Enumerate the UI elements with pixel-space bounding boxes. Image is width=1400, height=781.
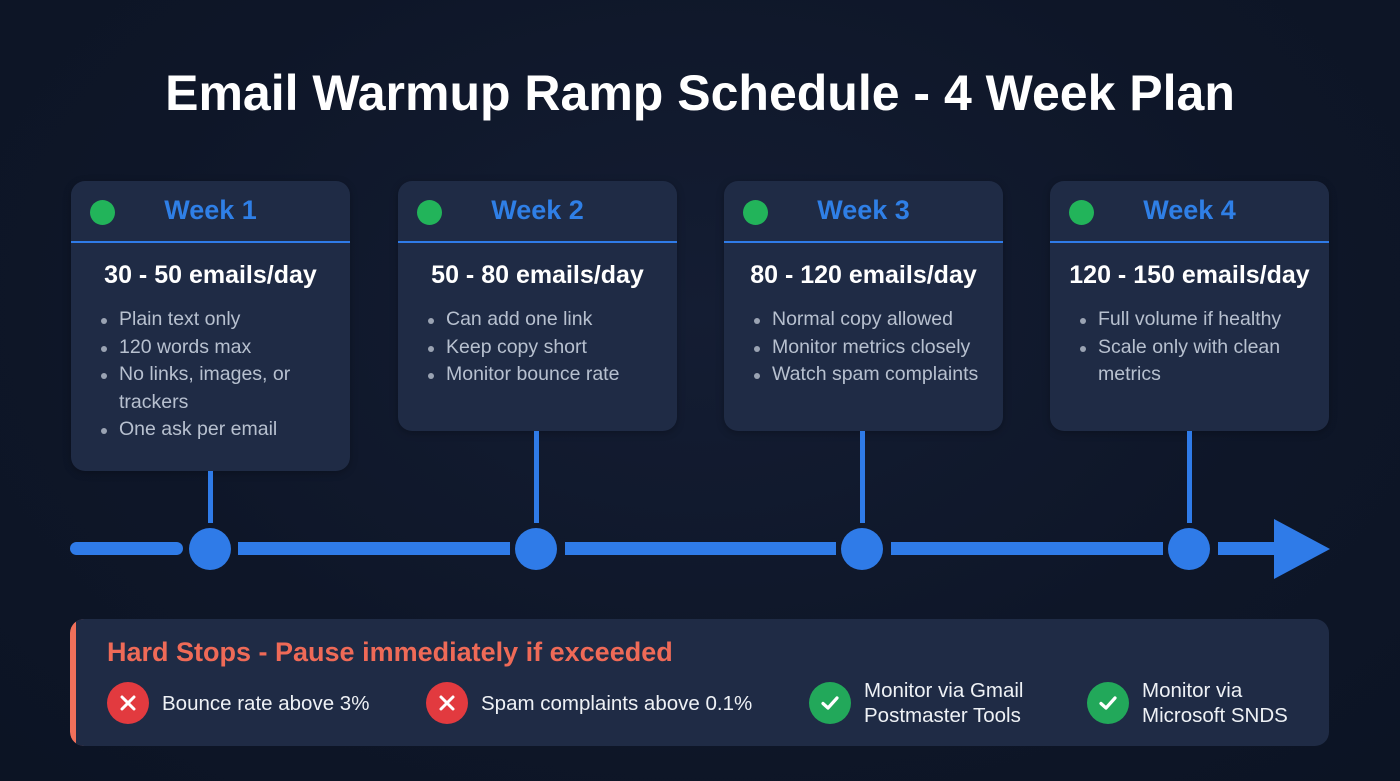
list-item: Scale only with clean metrics bbox=[1076, 334, 1313, 389]
hard-stops-title: Hard Stops - Pause immediately if exceed… bbox=[107, 637, 673, 667]
monitor-line: Monitor via bbox=[1142, 679, 1243, 702]
week-1-header: Week 1 bbox=[71, 181, 350, 243]
list-item: Watch spam complaints bbox=[750, 361, 987, 389]
week-4-header: Week 4 bbox=[1050, 181, 1329, 243]
week-1-bullets: Plain text only 120 words max No links, … bbox=[71, 306, 350, 444]
week-2-header: Week 2 bbox=[398, 181, 677, 243]
week-1-label: Week 1 bbox=[164, 195, 257, 225]
x-circle-icon bbox=[107, 682, 149, 724]
week-3-card: Week 3 80 - 120 emails/day Normal copy a… bbox=[724, 181, 1003, 431]
week-2-label: Week 2 bbox=[491, 195, 584, 225]
week-3-bullets: Normal copy allowed Monitor metrics clos… bbox=[724, 306, 1003, 389]
monitor-line: Postmaster Tools bbox=[864, 704, 1021, 727]
monitor-line: Monitor via Gmail bbox=[864, 679, 1024, 702]
list-item: Keep copy short bbox=[424, 334, 661, 362]
hard-stop-spam: Spam complaints above 0.1% bbox=[426, 681, 752, 725]
week-3-rate: 80 - 120 emails/day bbox=[750, 261, 977, 289]
x-circle-icon bbox=[426, 682, 468, 724]
week-1-rate: 30 - 50 emails/day bbox=[104, 261, 317, 289]
hard-stop-bounce: Bounce rate above 3% bbox=[107, 681, 369, 725]
timeline-arrow-icon bbox=[1274, 519, 1330, 579]
week-1-card: Week 1 30 - 50 emails/day Plain text onl… bbox=[71, 181, 350, 471]
timeline-segment bbox=[70, 542, 183, 555]
check-circle-icon bbox=[809, 682, 851, 724]
monitor-text: Monitor via Gmail Postmaster Tools bbox=[864, 678, 1024, 728]
week-2-timeline-node bbox=[515, 528, 557, 570]
monitor-line: Microsoft SNDS bbox=[1142, 704, 1288, 727]
week-2-bullets: Can add one link Keep copy short Monitor… bbox=[398, 306, 677, 389]
week-3-timeline-node bbox=[841, 528, 883, 570]
week-4-timeline-node bbox=[1168, 528, 1210, 570]
timeline-segment bbox=[891, 542, 1163, 555]
timeline-segment bbox=[238, 542, 510, 555]
week-4-card: Week 4 120 - 150 emails/day Full volume … bbox=[1050, 181, 1329, 431]
week-3-label: Week 3 bbox=[817, 195, 910, 225]
week-4-bullets: Full volume if healthy Scale only with c… bbox=[1050, 306, 1329, 389]
week-2-card: Week 2 50 - 80 emails/day Can add one li… bbox=[398, 181, 677, 431]
list-item: Monitor bounce rate bbox=[424, 361, 661, 389]
hard-stops-panel: Hard Stops - Pause immediately if exceed… bbox=[70, 619, 1329, 746]
timeline-segment bbox=[1218, 542, 1280, 555]
green-status-dot-icon bbox=[417, 200, 442, 225]
list-item: Monitor metrics closely bbox=[750, 334, 987, 362]
list-item: Full volume if healthy bbox=[1076, 306, 1313, 334]
list-item: Plain text only bbox=[97, 306, 334, 334]
week-1-connector bbox=[208, 471, 213, 523]
hard-stop-text: Spam complaints above 0.1% bbox=[481, 691, 753, 715]
green-status-dot-icon bbox=[1069, 200, 1094, 225]
week-3-header: Week 3 bbox=[724, 181, 1003, 243]
monitor-snds: Monitor via Microsoft SNDS bbox=[1087, 678, 1288, 728]
accent-mask bbox=[76, 619, 84, 746]
check-circle-icon bbox=[1087, 682, 1129, 724]
hard-stop-text: Bounce rate above 3% bbox=[162, 691, 370, 715]
week-1-timeline-node bbox=[189, 528, 231, 570]
page-title: Email Warmup Ramp Schedule - 4 Week Plan bbox=[165, 65, 1235, 121]
week-3-connector bbox=[860, 431, 865, 523]
monitor-text: Monitor via Microsoft SNDS bbox=[1142, 678, 1288, 728]
list-item: Normal copy allowed bbox=[750, 306, 987, 334]
week-2-rate: 50 - 80 emails/day bbox=[431, 261, 644, 289]
week-4-connector bbox=[1187, 431, 1192, 523]
week-4-rate: 120 - 150 emails/day bbox=[1069, 261, 1310, 289]
green-status-dot-icon bbox=[90, 200, 115, 225]
list-item: 120 words max bbox=[97, 334, 334, 362]
timeline-segment bbox=[565, 542, 836, 555]
green-status-dot-icon bbox=[743, 200, 768, 225]
list-item: No links, images, or trackers bbox=[97, 361, 334, 416]
monitor-gmail: Monitor via Gmail Postmaster Tools bbox=[809, 678, 1024, 728]
list-item: Can add one link bbox=[424, 306, 661, 334]
list-item: One ask per email bbox=[97, 416, 334, 444]
week-2-connector bbox=[534, 431, 539, 523]
week-4-label: Week 4 bbox=[1143, 195, 1236, 225]
